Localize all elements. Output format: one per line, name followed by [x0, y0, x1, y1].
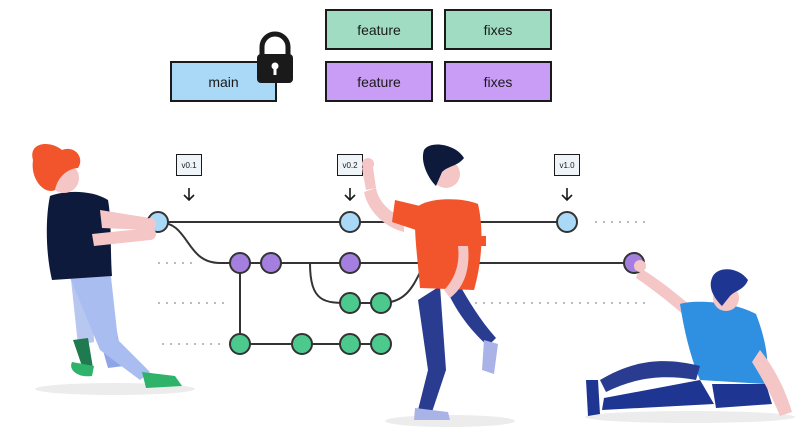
commit-fixes-4: [370, 333, 392, 355]
version-tag-v10-text: v1.0: [559, 160, 575, 170]
commit-main-v10: [556, 211, 578, 233]
branch-label-feature-bottom: feature: [325, 61, 433, 102]
branch-lines: [157, 221, 634, 345]
person-left-illustration: [32, 144, 182, 388]
fixes-branch-line: [309, 262, 426, 304]
commit-feature-2: [260, 252, 282, 274]
branch-label-main-text: main: [208, 73, 239, 90]
commit-fixes-2: [291, 333, 313, 355]
version-tag-v01: v0.1: [176, 154, 202, 176]
branch-label-feature-top-text: feature: [357, 21, 401, 38]
person-middle-illustration: [362, 144, 498, 420]
commit-fixes-branch-2: [370, 292, 392, 314]
hands: [144, 158, 646, 272]
version-tag-v01-text: v0.1: [181, 160, 197, 170]
commit-feature-3: [339, 252, 361, 274]
person-right-illustration: [586, 268, 792, 416]
shadow-right: [585, 411, 795, 423]
version-tag-v02-text: v0.2: [342, 160, 358, 170]
branch-label-feature-bottom-text: feature: [357, 73, 401, 90]
branch-label-fixes-bottom-text: fixes: [483, 73, 513, 90]
commit-feature-1: [229, 252, 251, 274]
branch-label-fixes-top: fixes: [444, 9, 552, 50]
branch-label-fixes-top-text: fixes: [483, 21, 513, 38]
commit-fixes-3: [339, 333, 361, 355]
version-tag-v10: v1.0: [554, 154, 580, 176]
commit-main-v02: [339, 211, 361, 233]
branch-label-feature-top: feature: [325, 9, 433, 50]
commit-nodes: [147, 211, 645, 355]
commit-fixes-1: [229, 333, 251, 355]
commit-fixes-branch-1: [339, 292, 361, 314]
shadow-middle: [385, 415, 515, 427]
dotted-lines: [158, 221, 650, 345]
tag-arrows: [183, 188, 573, 202]
lock-icon: [257, 31, 293, 83]
branch-label-fixes-bottom: fixes: [444, 61, 552, 102]
